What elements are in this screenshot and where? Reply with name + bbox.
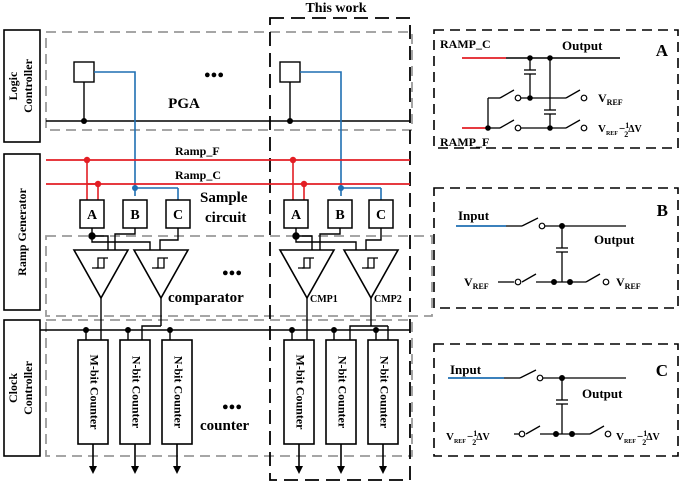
panel-a-ramp-c: RAMP_C [440, 37, 491, 51]
panel-b-tag: B [657, 201, 668, 220]
pga-ellipsis: ●●● [204, 69, 224, 81]
panel-a-ramp-f: RAMP_F [440, 135, 489, 149]
ramp-lines: Ramp_F Ramp_C [46, 144, 410, 200]
sample-a-2 [283, 199, 309, 229]
sample-circuit-label-1: Sample [200, 190, 248, 206]
pga-box-2 [279, 61, 301, 83]
cmp2-label: CMP2 [374, 294, 402, 305]
counter-label-5: N-bit Counter [335, 356, 349, 429]
sample-b-2 [327, 199, 353, 229]
sample-circuit-label-2: circuit [205, 210, 246, 226]
comparator-2 [132, 249, 190, 300]
sample-block-labels: A B C A B C [87, 208, 386, 223]
logic-controller-label-1: Logic [6, 71, 20, 100]
this-work-column [269, 17, 411, 481]
sample-b-2-label: B [335, 208, 344, 223]
sample-c-1-label: C [173, 208, 183, 223]
pga-section: PGA ●●● [46, 61, 410, 196]
pga-box-1 [73, 61, 95, 83]
ramp-generator-label: Ramp Generator [15, 188, 29, 276]
clock-controller-label-1: Clock [6, 373, 20, 403]
comparator-region [45, 235, 433, 317]
comparator-1 [72, 249, 130, 300]
cmp1-label: CMP1 [310, 294, 338, 305]
pga-label: PGA [168, 96, 200, 112]
ramp-f-label: Ramp_F [175, 144, 220, 158]
counter-box-5 [325, 339, 357, 445]
counter-labels: M-bit Counter N-bit Counter N-bit Counte… [87, 355, 391, 431]
counter-label-6: N-bit Counter [377, 356, 391, 429]
counters-group-1 [77, 339, 399, 445]
comparator-hysteresis-icons [92, 257, 378, 269]
panel-b-vref-left: VREF [464, 275, 489, 291]
sample-a-2-label: A [291, 208, 302, 223]
counter-region [45, 319, 413, 457]
counter-box-3 [161, 339, 193, 445]
clock-controller-label-2: Controller [21, 360, 35, 414]
pga-region [45, 31, 413, 131]
comparators [72, 249, 400, 300]
ramp-c-label: Ramp_C [175, 168, 221, 182]
counter-label-3: N-bit Counter [171, 356, 185, 429]
sample-a-1-label: A [87, 208, 98, 223]
sample-b-1 [122, 199, 148, 229]
panel-c-output: Output [582, 386, 623, 401]
panel-b-output: Output [594, 232, 635, 247]
title-this-work: This work [305, 1, 366, 16]
counter-label-1: M-bit Counter [87, 355, 101, 431]
counter-label-2: N-bit Counter [129, 356, 143, 429]
logic-controller-label-2: Controller [21, 58, 35, 112]
logic-controller-box: Logic Controller [3, 29, 41, 143]
counter-box-6 [367, 339, 399, 445]
panel-a-output: Output [562, 38, 603, 53]
sample-c-1 [165, 199, 191, 229]
comparator-label: comparator [168, 290, 244, 306]
gray-dashed-regions [45, 31, 433, 457]
panel-c-input: Input [450, 362, 482, 377]
counter-ellipsis: ●●● [222, 401, 242, 413]
panel-a-tag: A [656, 41, 669, 60]
comparator-output-wires [100, 298, 372, 340]
comparator-3 [278, 249, 336, 300]
ramp-generator-box: Ramp Generator [3, 153, 41, 311]
clock-controller-box: Clock Controller [3, 319, 41, 457]
panel-c-tag: C [656, 361, 668, 380]
comparator-ellipsis: ●●● [222, 267, 242, 279]
counter-box-4 [283, 339, 315, 445]
panel-a-vref: VREF [598, 91, 623, 107]
panel-b: B Input Output VREF VREF [433, 187, 679, 309]
counter-label: counter [200, 418, 249, 434]
panel-b-input: Input [458, 208, 490, 223]
counter-output-arrows [89, 444, 387, 474]
sample-b-1-label: B [130, 208, 139, 223]
clock-bus-junctions [83, 327, 379, 333]
sample-c-2-label: C [376, 208, 386, 223]
comparator-4 [342, 249, 400, 300]
counter-label-4: M-bit Counter [293, 355, 307, 431]
sample-to-comparator-wires [88, 228, 382, 250]
panel-b-vref-right: VREF [616, 275, 641, 291]
clock-bus [40, 325, 410, 340]
sample-a-1 [79, 199, 105, 229]
